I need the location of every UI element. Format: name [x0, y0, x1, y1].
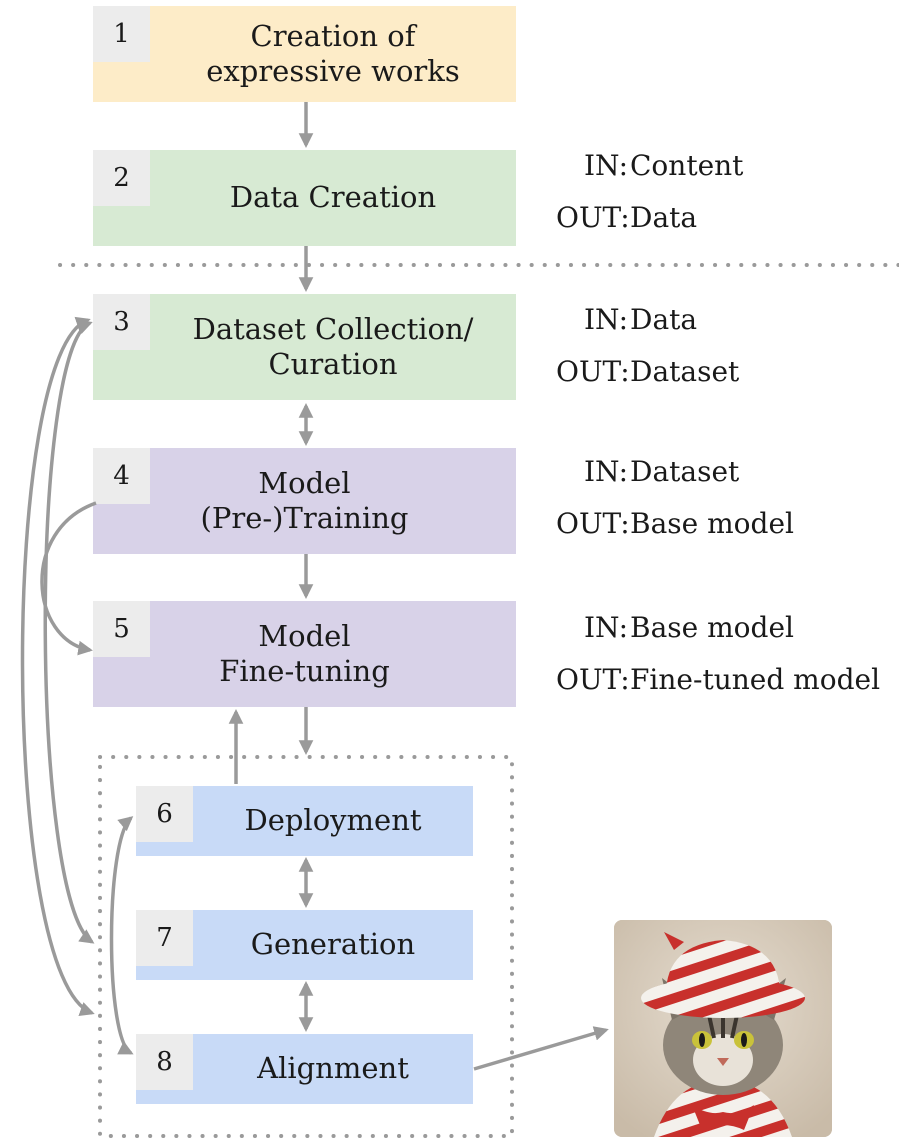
in-value: Content [630, 149, 744, 182]
io-annotation-5: IN:Base model OUT:Fine-tuned model [556, 614, 880, 718]
out-key: OUT: [556, 355, 630, 388]
io-annotation-2: IN:Content OUT:Data [556, 152, 743, 256]
step-6-number: 6 [136, 786, 193, 842]
step-1-number: 1 [93, 6, 150, 62]
cat-illustration [614, 920, 832, 1137]
in-value: Data [630, 303, 698, 336]
step-8-number: 8 [136, 1034, 193, 1090]
arrow-4-to-5-curved [40, 501, 97, 656]
step-4-box: 4 Model (Pre-)Training [93, 448, 516, 554]
step-8-label: Alignment [257, 1051, 409, 1086]
out-value: Data [630, 201, 698, 234]
cat-drawing [614, 920, 832, 1137]
out-key: OUT: [556, 663, 630, 696]
step-6-box: 6 Deployment [136, 786, 473, 856]
dotted-group-border [98, 755, 514, 1138]
step-4-label: Model (Pre-)Training [200, 465, 409, 535]
step-2-box: 2 Data Creation [93, 150, 516, 246]
step-2-label: Data Creation [229, 180, 437, 215]
step-4-number: 4 [93, 448, 150, 504]
step-7-label: Generation [250, 927, 416, 962]
step-7-box: 7 Generation [136, 910, 473, 980]
out-key: OUT: [556, 201, 630, 234]
step-6-label: Deployment [244, 803, 422, 838]
out-value: Dataset [630, 355, 740, 388]
step-5-label: Model Fine-tuning [219, 618, 390, 688]
out-value: Fine-tuned model [630, 663, 881, 696]
arrow-6-8-bidirectional-curved [109, 816, 134, 1055]
step-7-number: 7 [136, 910, 193, 966]
in-key: IN: [584, 455, 628, 488]
arrow-8-to-image [473, 1026, 609, 1071]
arrow-3-8-bidirectional-curved [20, 316, 95, 1016]
step-5-box: 5 Model Fine-tuning [93, 601, 516, 707]
io-annotation-4: IN:Dataset OUT:Base model [556, 458, 794, 562]
in-key: IN: [584, 303, 628, 336]
in-key: IN: [584, 611, 628, 644]
step-3-label: Dataset Collection/ Curation [192, 311, 474, 381]
step-5-number: 5 [93, 601, 150, 657]
in-key: IN: [584, 149, 628, 182]
step-1-label: Creation of expressive works [206, 18, 460, 88]
out-key: OUT: [556, 507, 630, 540]
step-8-box: 8 Alignment [136, 1034, 473, 1104]
step-3-box: 3 Dataset Collection/ Curation [93, 294, 516, 400]
in-value: Base model [630, 611, 794, 644]
out-value: Base model [630, 507, 794, 540]
step-3-number: 3 [93, 294, 150, 350]
step-2-number: 2 [93, 150, 150, 206]
io-annotation-3: IN:Data OUT:Dataset [556, 306, 739, 410]
step-1-box: 1 Creation of expressive works [93, 6, 516, 102]
in-value: Dataset [630, 455, 740, 488]
arrow-3-7-bidirectional-curved [43, 320, 95, 944]
